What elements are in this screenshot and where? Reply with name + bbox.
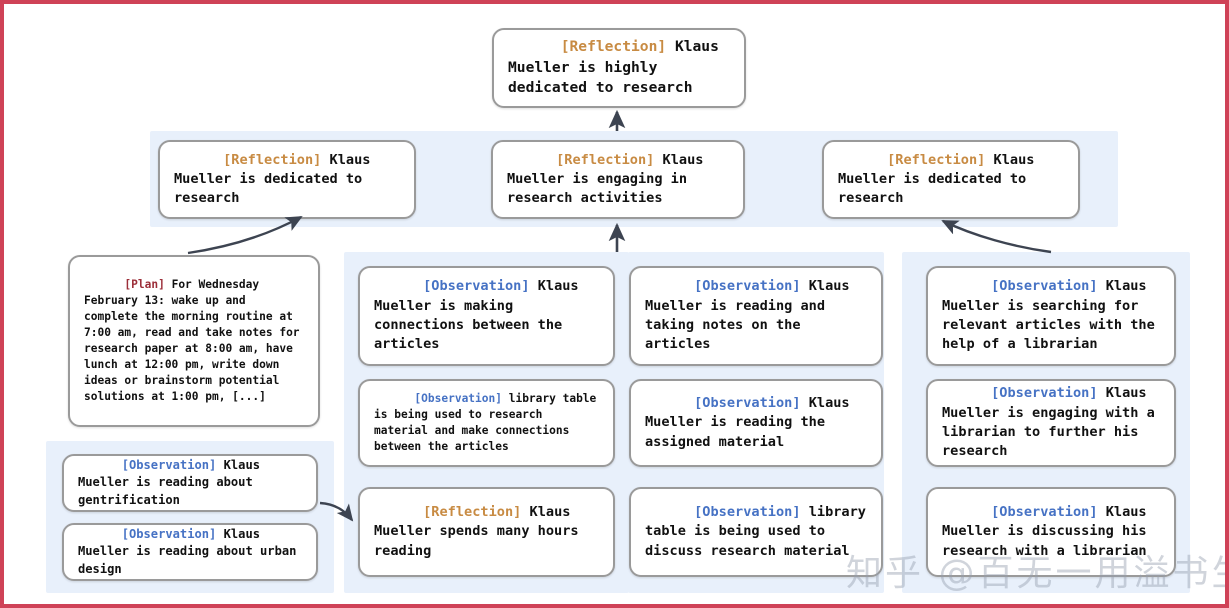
node-text: library table is being used to research … (374, 392, 604, 453)
plan-node[interactable]: [Plan] For Wednesday February 13: wake u… (68, 255, 320, 427)
node-text: For Wednesday February 13: wake up and c… (84, 278, 307, 403)
column-a-node-2[interactable]: [Observation] library table is being use… (358, 379, 615, 467)
observation-tag: [Observation] (694, 504, 801, 521)
observation-tag: [Observation] (991, 278, 1098, 295)
left-observation-node-1[interactable]: [Observation] Klaus Mueller is reading a… (62, 454, 318, 512)
node-text: Klaus Mueller is dedicated to research (174, 151, 379, 207)
node-text: library table is being used to discuss r… (645, 504, 875, 559)
reflection-tag: [Reflection] (560, 37, 667, 55)
observation-tag: [Observation] (991, 385, 1098, 402)
node-text: Klaus Mueller is making connections betw… (374, 278, 587, 353)
observation-tag: [Observation] (694, 395, 801, 412)
watermark: 知乎 @百无一用溢书生 (846, 553, 1229, 594)
node-text: Klaus Mueller is engaging in research ac… (507, 151, 712, 207)
reflection-tag: [Reflection] (423, 504, 522, 521)
observation-tag: [Observation] (991, 504, 1098, 521)
observation-tag: [Observation] (121, 527, 217, 542)
column-a-node-3[interactable]: [Reflection] Klaus Mueller spends many h… (358, 487, 615, 577)
column-c-node-2[interactable]: [Observation] Klaus Mueller is engaging … (926, 379, 1176, 467)
column-b-node-3[interactable]: [Observation] library table is being use… (629, 487, 883, 577)
reflection-node-2[interactable]: [Reflection] Klaus Mueller is engaging i… (491, 140, 745, 219)
node-text: Klaus Mueller is highly dedicated to res… (508, 37, 728, 97)
column-b-node-1[interactable]: [Observation] Klaus Mueller is reading a… (629, 266, 883, 366)
column-c-node-1[interactable]: [Observation] Klaus Mueller is searching… (926, 266, 1176, 366)
top-reflection-node[interactable]: [Reflection] Klaus Mueller is highly ded… (492, 28, 746, 108)
column-c-node-3[interactable]: [Observation] Klaus Mueller is discussin… (926, 487, 1176, 577)
plan-tag: [Plan] (124, 278, 165, 292)
reflection-node-1[interactable]: [Reflection] Klaus Mueller is dedicated … (158, 140, 416, 219)
node-text: Klaus Mueller is discussing his research… (942, 504, 1155, 559)
node-text: Klaus Mueller is searching for relevant … (942, 278, 1163, 353)
column-a-node-1[interactable]: [Observation] Klaus Mueller is making co… (358, 266, 615, 366)
node-text: Klaus Mueller is engaging with a librari… (942, 385, 1163, 460)
node-text: Klaus Mueller is dedicated to research (838, 151, 1043, 207)
node-text: Klaus Mueller is reading about gentrific… (78, 458, 268, 507)
node-text: Klaus Mueller spends many hours reading (374, 504, 587, 559)
column-b-node-2[interactable]: [Observation] Klaus Mueller is reading t… (629, 379, 883, 467)
reflection-tag: [Reflection] (223, 151, 322, 168)
observation-tag: [Observation] (414, 392, 502, 406)
observation-tag: [Observation] (121, 458, 217, 473)
node-text: Klaus Mueller is reading about urban des… (78, 527, 304, 576)
reflection-tag: [Reflection] (887, 151, 986, 168)
reflection-node-3[interactable]: [Reflection] Klaus Mueller is dedicated … (822, 140, 1080, 219)
observation-tag: [Observation] (694, 278, 801, 295)
reflection-tag: [Reflection] (556, 151, 655, 168)
node-text: Klaus Mueller is reading the assigned ma… (645, 395, 858, 450)
node-text: Klaus Mueller is reading and taking note… (645, 278, 858, 353)
left-observation-node-2[interactable]: [Observation] Klaus Mueller is reading a… (62, 523, 318, 581)
observation-tag: [Observation] (423, 278, 530, 295)
